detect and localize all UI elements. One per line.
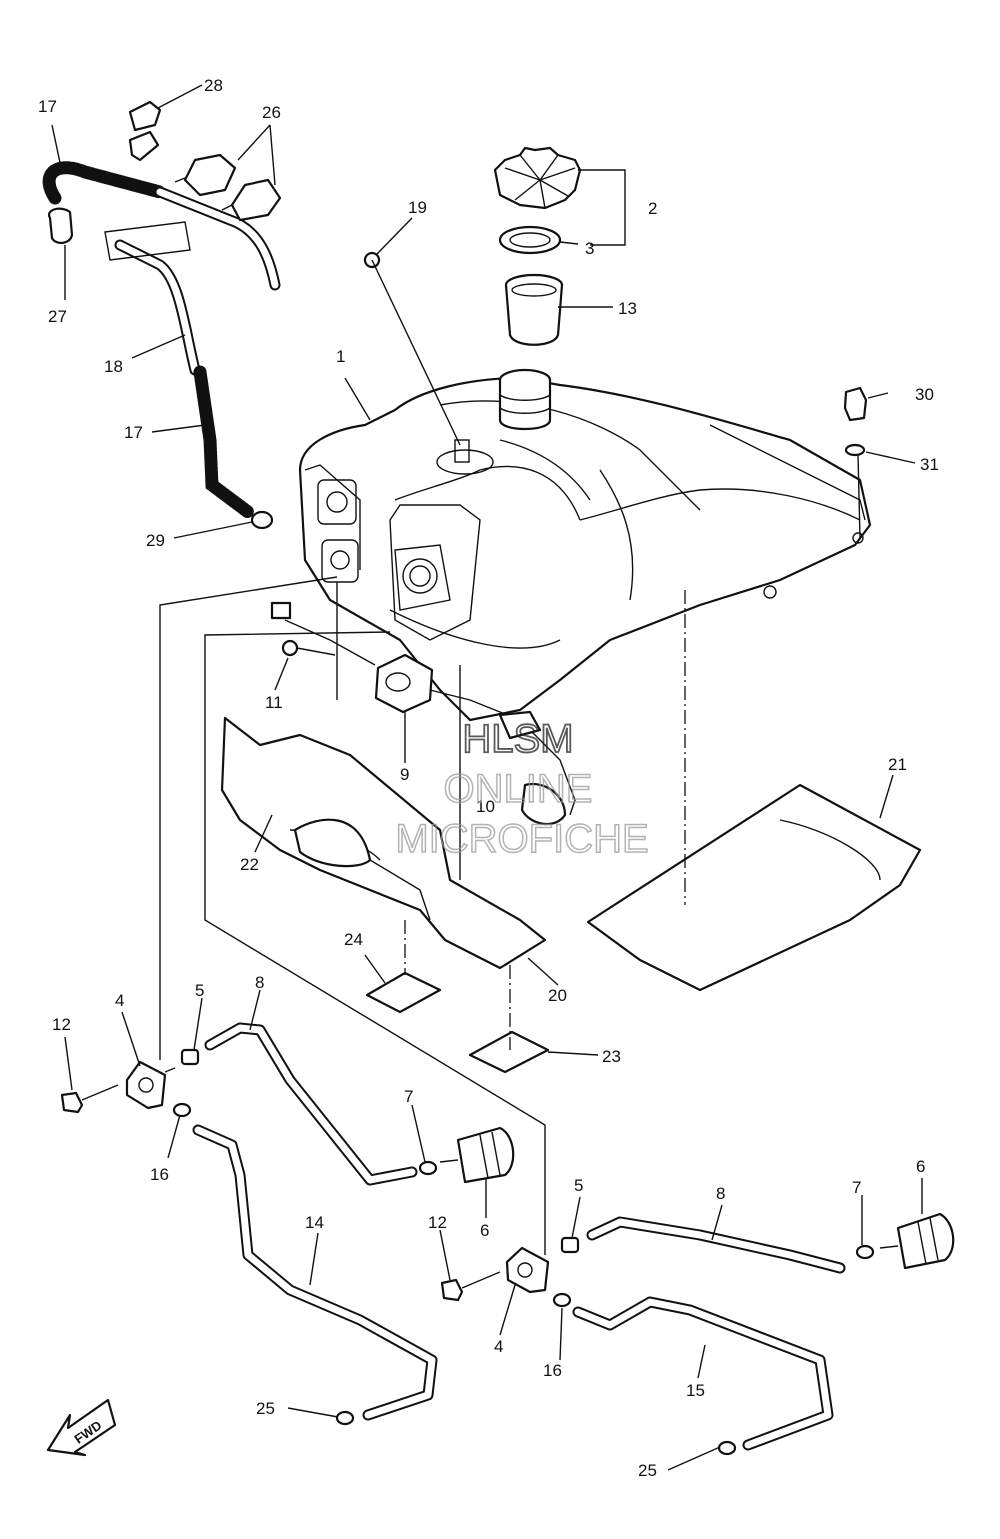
- tank-bolt-19: [363, 251, 461, 446]
- callout-2: 2: [648, 199, 657, 218]
- callout-6-right: 6: [916, 1157, 925, 1176]
- callout-5-right: 5: [574, 1176, 583, 1195]
- callout-5-left: 5: [195, 981, 204, 1000]
- fuel-hose-15: [572, 1296, 834, 1451]
- fuel-filler-cap: [493, 146, 582, 210]
- fuel-filter-6-left: [439, 1126, 515, 1184]
- callout-30: 30: [915, 385, 934, 404]
- callout-28: 28: [204, 76, 223, 95]
- callout-13: 13: [618, 299, 637, 318]
- callout-12-right: 12: [428, 1213, 447, 1232]
- clip-7-left: [418, 1160, 438, 1176]
- callout-25-right: 25: [638, 1461, 657, 1480]
- breather-hose-upper: [42, 161, 281, 291]
- callout-23: 23: [602, 1047, 621, 1066]
- callout-6-left: 6: [480, 1221, 489, 1240]
- fuel-filter-6-right: [879, 1212, 955, 1270]
- clip-25-right: [717, 1440, 737, 1456]
- watermark: HLSM ONLINE MICROFICHE: [395, 716, 650, 862]
- callout-17-mid: 17: [124, 423, 143, 442]
- callout-15: 15: [686, 1381, 705, 1400]
- callout-16-right: 16: [543, 1361, 562, 1380]
- callout-7-left: 7: [404, 1087, 413, 1106]
- washer-31: [844, 443, 866, 539]
- callout-19: 19: [408, 198, 427, 217]
- damper-23: [468, 1030, 550, 1074]
- clip-25-left: [335, 1410, 355, 1426]
- screw-11: [281, 639, 336, 657]
- callout-11: 11: [265, 693, 283, 712]
- callout-18: 18: [104, 357, 123, 376]
- bolt-12-right: [440, 1271, 501, 1302]
- watermark-line-1: HLSM: [462, 717, 573, 761]
- callout-4-left: 4: [115, 991, 124, 1010]
- heat-protector-22: [293, 818, 431, 921]
- heat-protector-21: [586, 783, 922, 992]
- filler-cap-gasket: [498, 225, 562, 255]
- callout-29: 29: [146, 531, 165, 550]
- callout-1: 1: [336, 347, 345, 366]
- hose-guide-plate: [104, 221, 191, 261]
- hose-clamp-28: [128, 100, 162, 162]
- callout-25-left: 25: [256, 1399, 275, 1418]
- callout-17-top: 17: [38, 97, 57, 116]
- fuel-hose-8-left: [204, 1022, 418, 1186]
- callout-8-right: 8: [716, 1184, 725, 1203]
- forward-arrow-icon: FWD: [46, 1398, 117, 1457]
- fuel-hose-8-right: [586, 1216, 846, 1274]
- watermark-line-2: ONLINE: [444, 767, 593, 811]
- callout-27: 27: [48, 307, 67, 326]
- fuel-sender-unit: [270, 601, 576, 826]
- hose-clip-29: [250, 510, 274, 530]
- fuel-cock-right: [505, 1246, 550, 1294]
- fuel-tank: [298, 368, 872, 722]
- callout-26: 26: [262, 103, 281, 122]
- callout-31: 31: [920, 455, 939, 474]
- clip-16-left: [172, 1102, 192, 1118]
- callout-4-right: 4: [494, 1337, 503, 1356]
- fuel-strainer: [504, 273, 564, 346]
- clip-16-right: [552, 1292, 572, 1308]
- hose-joint-5-right: [560, 1236, 580, 1254]
- assembly-lines: [159, 576, 686, 1255]
- callout-24: 24: [344, 930, 363, 949]
- callout-16-left: 16: [150, 1165, 169, 1184]
- hose-joint-26: [174, 153, 282, 222]
- callout-14: 14: [305, 1213, 324, 1232]
- breather-hose-lower: [114, 239, 255, 519]
- leader-lines: [51, 84, 923, 1471]
- callout-labels: 1 2 3 13 19 28 26 17 27 18 17 29 30 31 1…: [38, 76, 939, 1480]
- clip-7-right: [855, 1244, 875, 1260]
- callout-9: 9: [400, 765, 409, 784]
- hose-clip-27: [47, 207, 74, 244]
- hose-joint-5-left: [180, 1048, 200, 1066]
- callout-12-left: 12: [52, 1015, 71, 1034]
- bolt-12-left: [60, 1084, 119, 1114]
- fuel-cock-left: [125, 1060, 176, 1110]
- callout-22: 22: [240, 855, 259, 874]
- fuel-hose-14: [192, 1124, 438, 1421]
- nut-30: [843, 386, 868, 422]
- callout-7-right: 7: [852, 1178, 861, 1197]
- callout-10: 10: [476, 797, 495, 816]
- watermark-line-3: MICROFICHE: [395, 817, 648, 861]
- callout-21: 21: [888, 755, 907, 774]
- callout-3: 3: [585, 239, 594, 258]
- callout-20: 20: [548, 986, 567, 1005]
- damper-24: [365, 971, 442, 1014]
- callout-8-left: 8: [255, 973, 264, 992]
